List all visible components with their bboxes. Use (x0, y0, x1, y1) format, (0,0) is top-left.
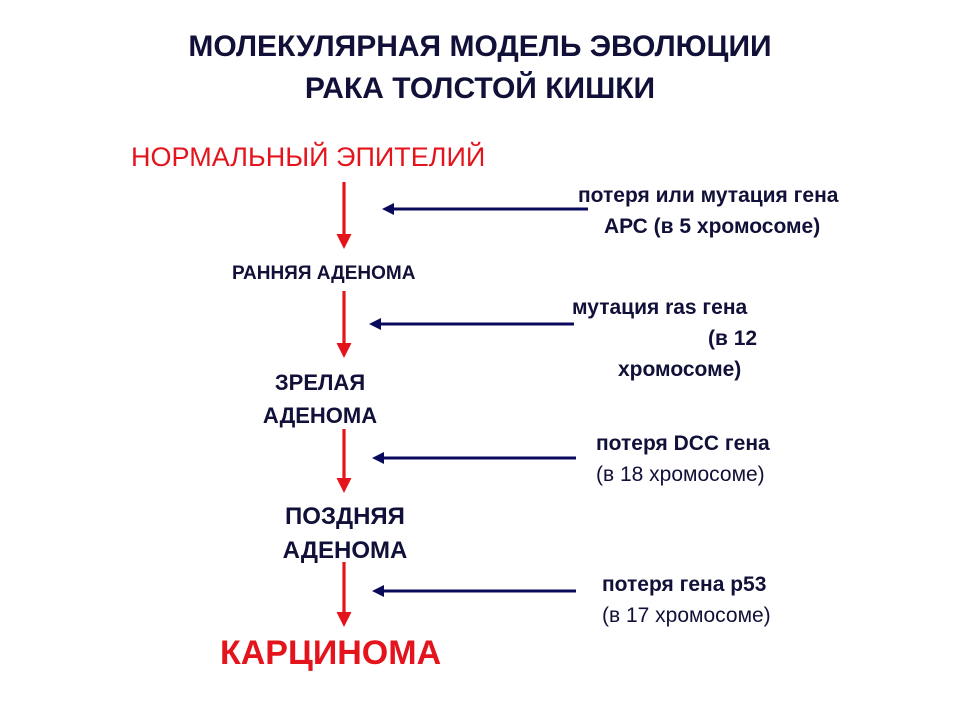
progression-arrow-4 (336, 562, 352, 627)
stage-normal-epithelium: НОРМАЛЬНЫЙ ЭПИТЕЛИЙ (131, 142, 486, 172)
stage-mature-line-2: АДЕНОМА (262, 403, 378, 428)
stage-early-adenoma: РАННЯЯ АДЕНОМА (232, 263, 416, 284)
stage-late-line-2: АДЕНОМА (282, 537, 408, 564)
progression-arrow-3 (336, 429, 352, 493)
stage-late-line-1: ПОЗДНЯЯ (285, 503, 405, 530)
event-ras-note: мутация ras гена (в 12 хромосоме) (572, 292, 757, 385)
event-p53-note: потеря гена р53 (в 17 хромосоме) (602, 569, 771, 631)
slide-title: МОЛЕКУЛЯРНАЯ МОДЕЛЬ ЭВОЛЮЦИИ РАКА ТОЛСТО… (0, 26, 960, 110)
event-p53-line-2: (в 17 хромосоме) (602, 604, 771, 627)
stage-late-adenoma: ПОЗДНЯЯ АДЕНОМА (230, 500, 460, 568)
event-p53-line-1: потеря гена р53 (602, 573, 767, 596)
title-line-2: РАКА ТОЛСТОЙ КИШКИ (304, 72, 656, 105)
event-apc-note: потеря или мутация гена АРС (в 5 хромосо… (578, 180, 838, 242)
stage-carcinoma: КАРЦИНОМА (220, 634, 442, 672)
mutation-arrow-dcc (372, 452, 576, 464)
event-apc-line-1: потеря или мутация гена (578, 184, 839, 207)
progression-arrow-1 (336, 182, 352, 249)
event-dcc-line-2: (в 18 хромосоме) (596, 463, 765, 486)
event-apc-line-2: АРС (в 5 хромосоме) (604, 215, 821, 238)
stage-mature-line-1: ЗРЕЛАЯ (274, 370, 366, 395)
mutation-arrow-ras (369, 318, 574, 330)
title-line-1: МОЛЕКУЛЯРНАЯ МОДЕЛЬ ЭВОЛЮЦИИ (188, 30, 772, 63)
stage-mature-adenoma: ЗРЕЛАЯ АДЕНОМА (250, 366, 390, 432)
event-dcc-line-1: потеря DCC гена (596, 432, 770, 455)
event-ras-line-1: мутация ras гена (572, 296, 748, 319)
progression-arrow-2 (336, 291, 352, 358)
mutation-arrow-p53 (372, 585, 576, 597)
event-ras-line-2: (в 12 (708, 327, 758, 350)
event-ras-line-3: хромосоме) (618, 358, 742, 381)
event-dcc-note: потеря DCC гена (в 18 хромосоме) (596, 428, 770, 490)
mutation-arrow-apc (382, 203, 588, 215)
